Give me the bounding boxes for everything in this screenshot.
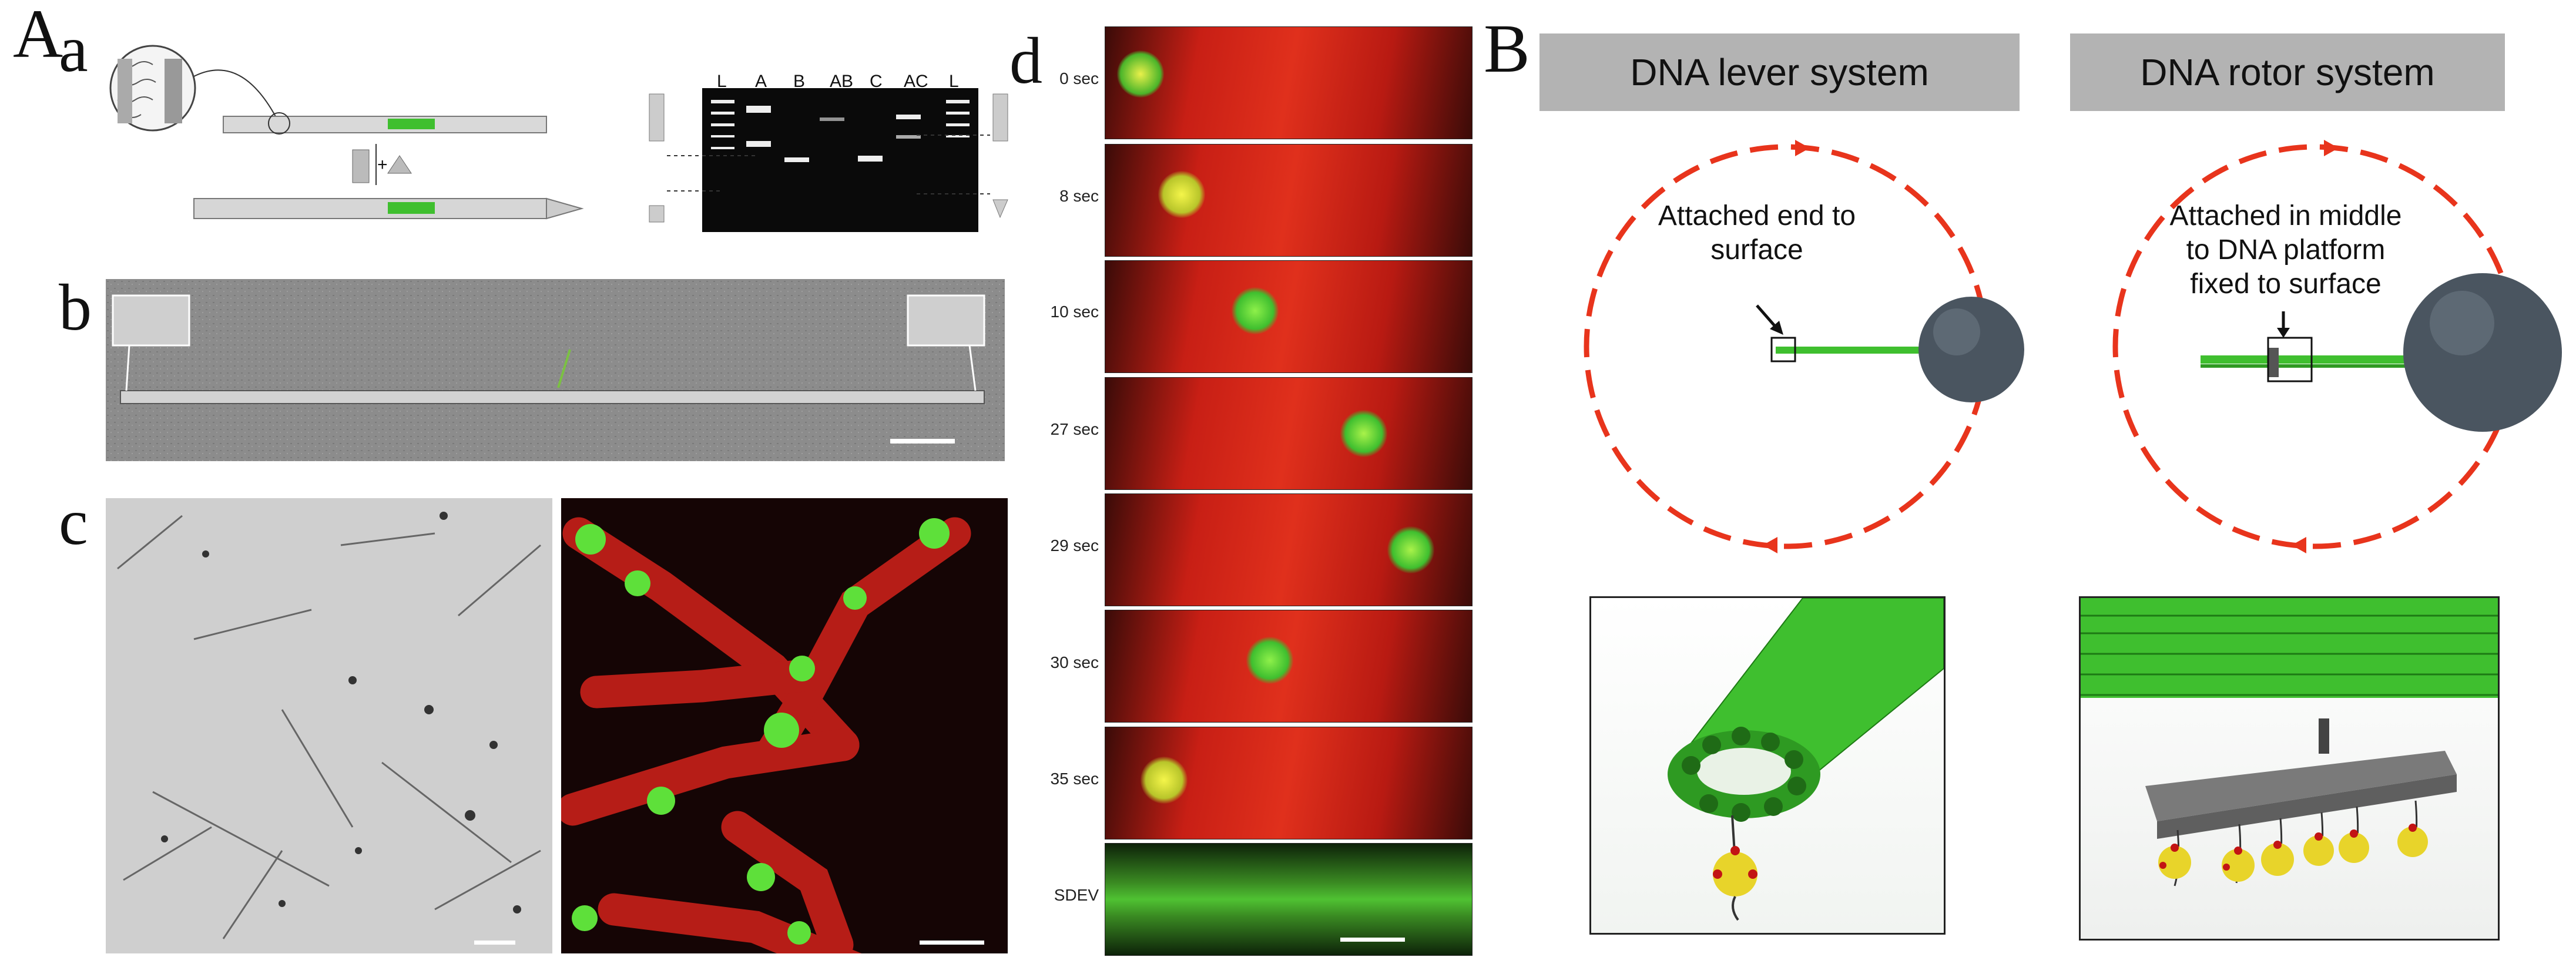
rotor-diagram: [2112, 140, 2562, 553]
rotor-render: [2079, 596, 2500, 941]
tem-micrograph: [106, 498, 552, 953]
time-frame-5: [1105, 610, 1473, 723]
time-frame-2: [1105, 260, 1473, 373]
panel-label-b: b: [59, 271, 92, 344]
time-frame-sdev: [1105, 843, 1473, 956]
gel-lane-label-0: L: [717, 72, 727, 91]
gel-lane-label-1: A: [755, 72, 767, 91]
gel-lane-label-5: AC: [904, 72, 928, 91]
schematic-diagram: +: [109, 45, 584, 220]
rotor-annotation-line2: to DNA platform: [2186, 234, 2386, 266]
time-frame-4: [1105, 493, 1473, 606]
gel-side-markers: [649, 93, 1008, 223]
lever-diagram: [1584, 140, 2024, 553]
panel-label-d: d: [1009, 25, 1042, 98]
em-micrograph: [106, 279, 1005, 461]
timepoint-label-3: 27 sec: [1050, 420, 1099, 438]
timepoint-label-6: 35 sec: [1050, 770, 1099, 788]
timepoint-label-1: 8 sec: [1059, 187, 1099, 205]
fluorescence-micrograph: [556, 498, 1008, 974]
gel-lane-label-2: B: [793, 72, 806, 91]
time-frame-0: [1105, 26, 1473, 139]
time-frame-1: [1105, 144, 1473, 257]
timepoint-label-2: 10 sec: [1050, 303, 1099, 321]
lever-render: [1589, 596, 1946, 935]
time-frame-3: [1105, 377, 1473, 490]
gel-lane-label-6: L: [949, 72, 959, 91]
panel-label-c: c: [59, 486, 88, 559]
rotor-annotation-line1: Attached in middle: [2169, 200, 2402, 231]
gel-image: [702, 88, 978, 232]
rotor-header: DNA rotor system: [2070, 33, 2505, 111]
lever-header: DNA lever system: [1539, 33, 2020, 111]
svg-text:+: +: [377, 155, 388, 174]
lever-annotation-line2: surface: [1710, 234, 1803, 266]
gel-lane-label-4: C: [870, 72, 883, 91]
rotor-annotation-line3: fixed to surface: [2190, 268, 2382, 300]
panel-label-B: B: [1484, 10, 1530, 87]
gel-lane-label-3: AB: [830, 72, 854, 91]
timepoint-label-5: 30 sec: [1050, 653, 1099, 671]
lever-annotation-line1: Attached end to: [1658, 200, 1856, 231]
timepoint-label-4: 29 sec: [1050, 536, 1099, 555]
panel-label-a: a: [59, 13, 88, 86]
timepoint-label-7: SDEV: [1054, 886, 1099, 904]
timepoint-label-0: 0 sec: [1059, 69, 1099, 88]
panel-label-A: A: [13, 0, 63, 72]
time-frame-6: [1105, 727, 1473, 839]
